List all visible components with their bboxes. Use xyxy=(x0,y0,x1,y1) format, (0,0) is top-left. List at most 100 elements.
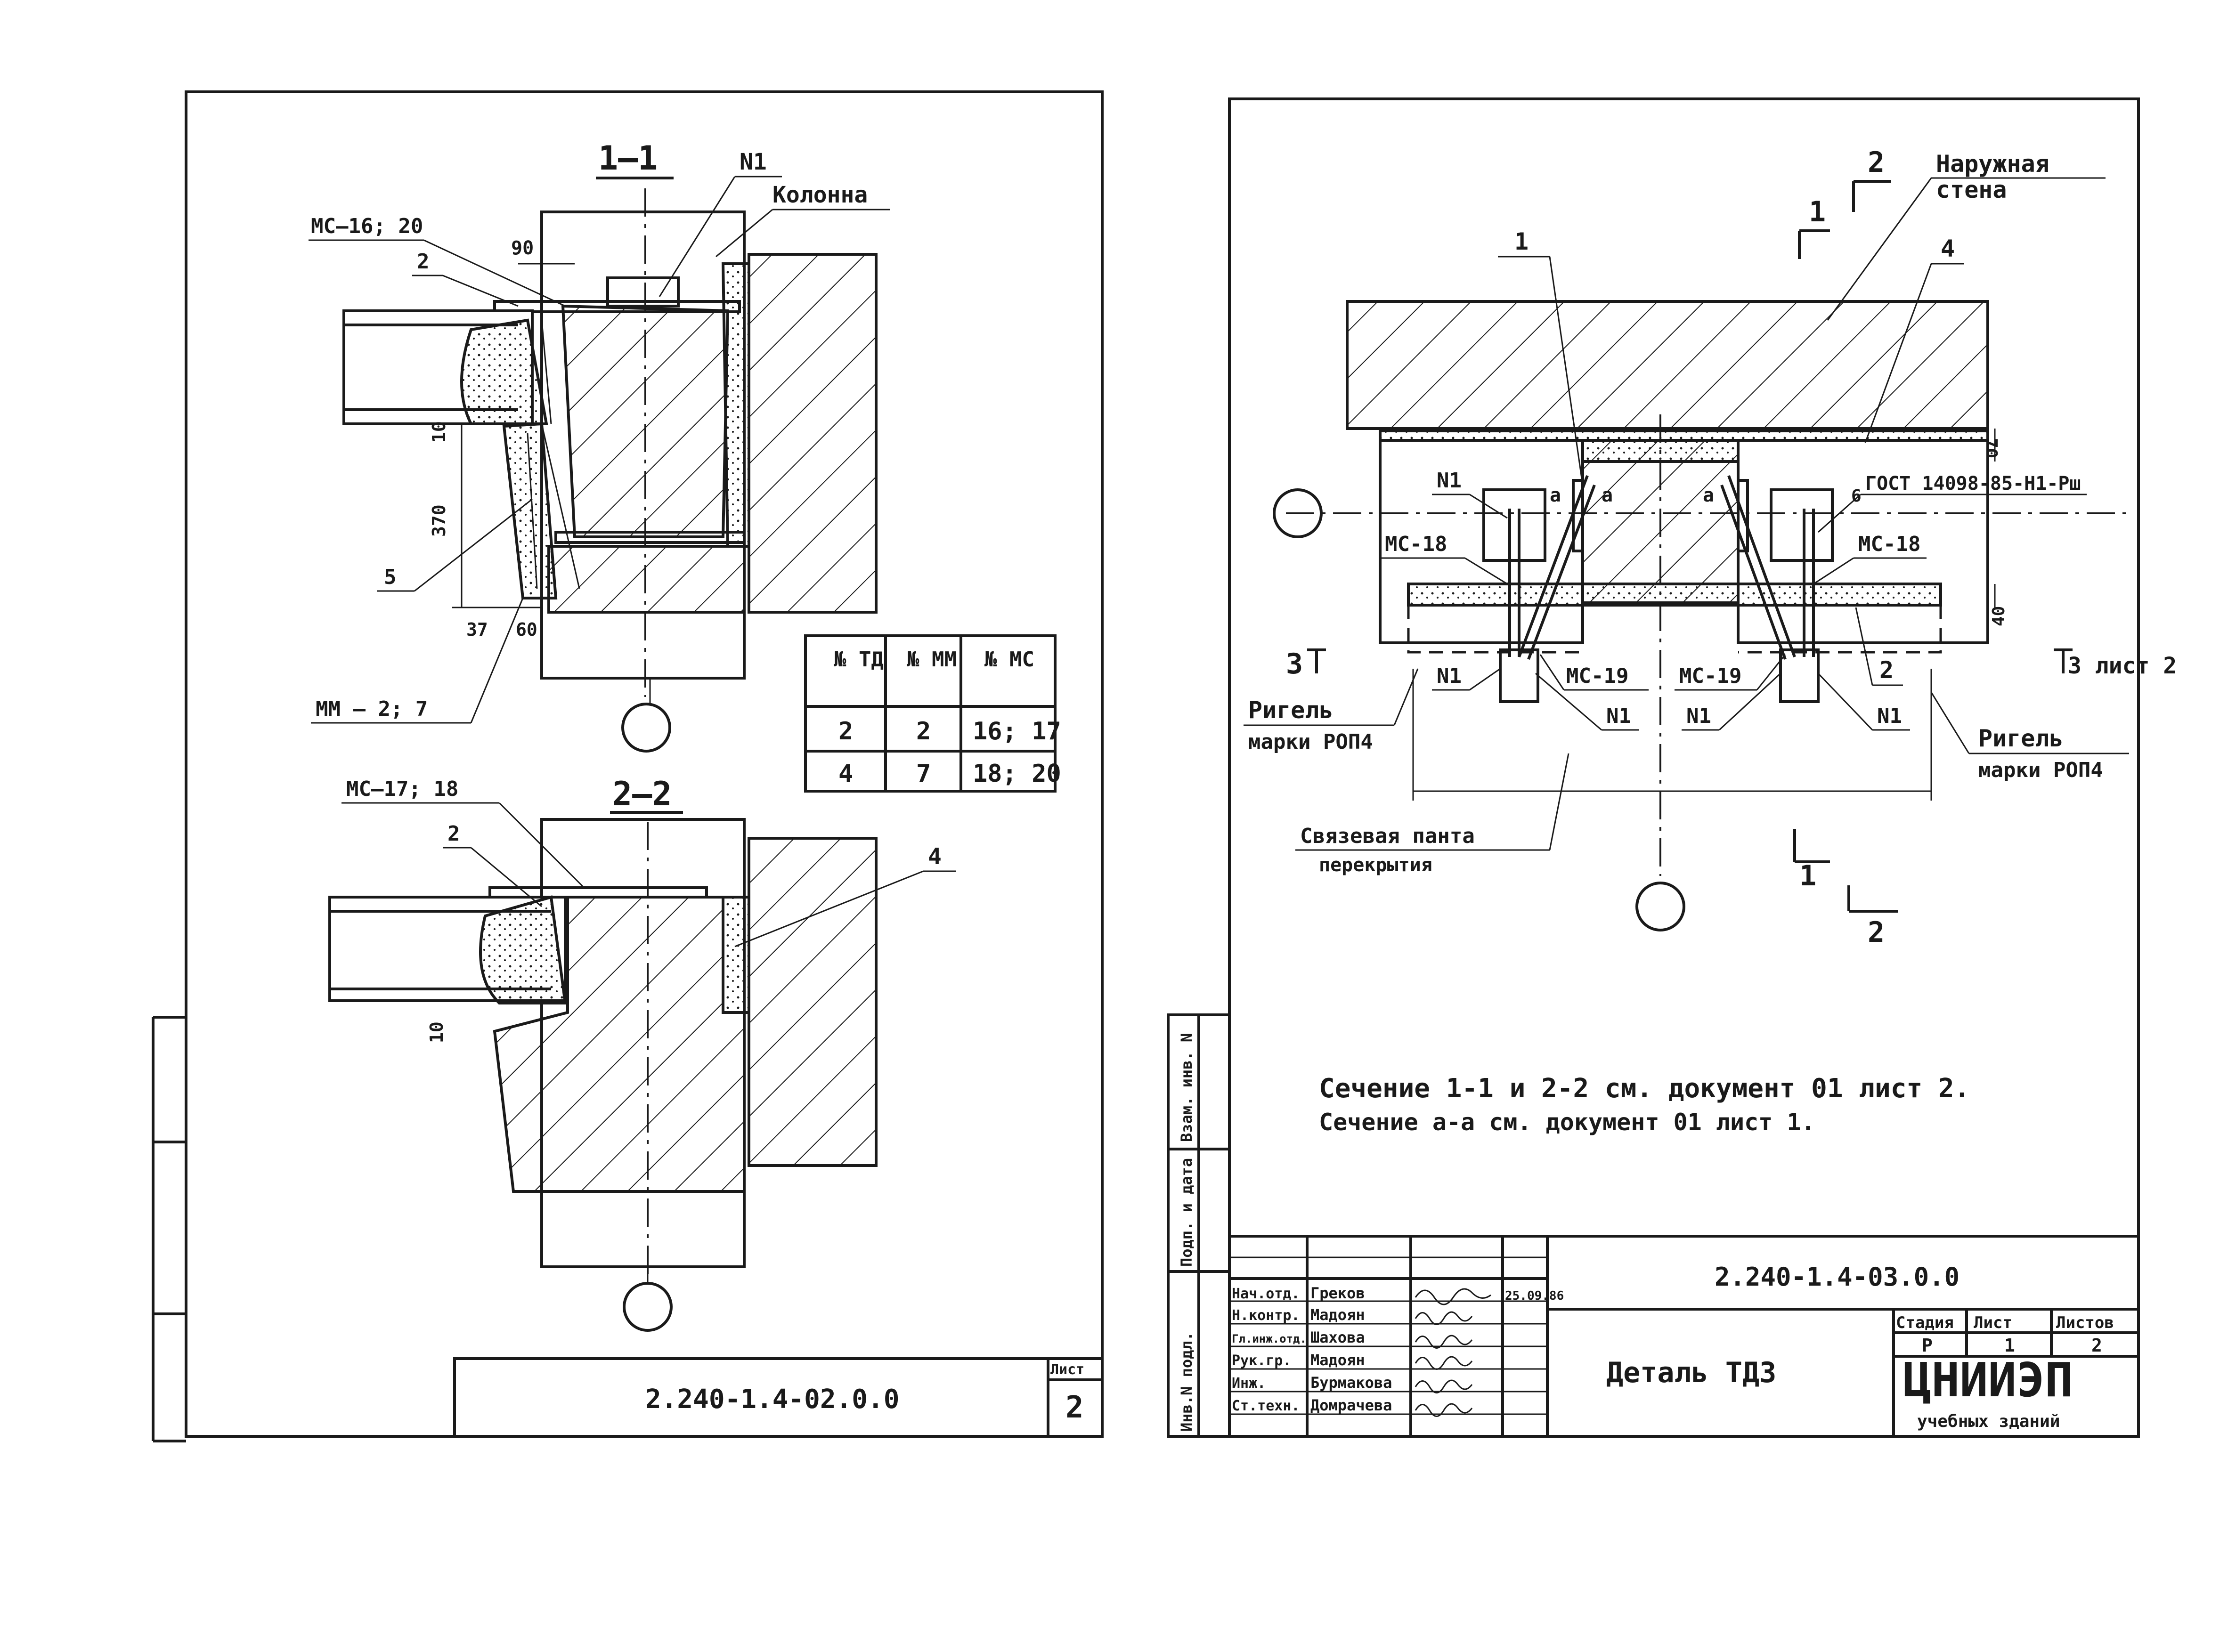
name-4: Бурмакова xyxy=(1310,1374,1392,1392)
side-replace-label: Взам. инв. N xyxy=(1178,1033,1195,1142)
table-header-td: № ТД xyxy=(834,648,884,672)
rigel-left-label-2: марки РОП4 xyxy=(1248,730,1373,754)
sec2-top: 2 xyxy=(1868,146,1885,179)
label-item-2b: 2 xyxy=(447,822,460,846)
mc19-right: МС-19 xyxy=(1679,664,1741,688)
outer-wall xyxy=(1346,300,1989,430)
dim-90: 90 xyxy=(511,237,534,259)
role-1: Н.контр. xyxy=(1232,1307,1300,1324)
wall-2-2 xyxy=(748,837,878,1167)
n1-bottom-right: N1 xyxy=(1877,704,1902,728)
label-mm-2-7: ММ – 2; 7 xyxy=(316,697,428,721)
rigel-stub-right xyxy=(1779,648,1820,703)
role-2: Гл.инж.отд. xyxy=(1232,1332,1307,1345)
label-a1: а xyxy=(1550,485,1561,506)
side-inv-label: Инв.N подл. xyxy=(1178,1332,1195,1432)
outer-wall-label-1: Наружная xyxy=(1936,150,2049,178)
axis-marker-2-2 xyxy=(623,1282,673,1332)
rigel-stub-left xyxy=(1499,648,1539,703)
sheet-value: 1 xyxy=(2004,1335,2015,1356)
section-2-2: 2–2 МС–17; 18 2 4 10 xyxy=(328,775,956,1332)
title-block: 2.240-1.4-03.0.0 Деталь ТД3 ЦНИИЭП учебн… xyxy=(1228,1235,2140,1438)
mc18-right: МС-18 xyxy=(1858,532,1920,556)
sec1-top: 1 xyxy=(1809,195,1826,228)
side-strip: Инв.N подл. Подп. и дата Взам. инв. N xyxy=(1167,1013,1231,1438)
embedded-part-n1 xyxy=(606,276,680,308)
label-item-5: 5 xyxy=(384,565,397,589)
sec1-bottom: 1 xyxy=(1799,859,1816,892)
left-sheet: 1–1 N1 Колонна xyxy=(152,90,1104,1442)
mc18-left: МС-18 xyxy=(1385,532,1447,556)
rigel-left-label-1: Ригель xyxy=(1248,696,1333,724)
dim-10b: 10 xyxy=(426,1021,447,1043)
left-stamp: 2.240-1.4-02.0.0 Лист 2 xyxy=(453,1357,1104,1438)
weld-6: 6 xyxy=(1851,486,1862,506)
stage-label: Стадия xyxy=(1896,1313,1954,1332)
table-header-mm: № ММ xyxy=(907,648,957,672)
outer-wall-label-2: стена xyxy=(1936,176,2007,203)
table-header-mc: № МС xyxy=(984,648,1034,672)
section-1-1-title: 1–1 xyxy=(598,139,658,178)
note-line-2: Сечение а-а см. документ 01 лист 1. xyxy=(1319,1109,1815,1136)
signatures xyxy=(1415,1288,1491,1417)
sec3-left: 3 xyxy=(1286,648,1303,680)
section-1-1: 1–1 N1 Колонна xyxy=(309,139,890,753)
dim-40: 40 xyxy=(1989,606,2008,626)
sec3-right: 3 лист 2 xyxy=(2068,653,2177,679)
table-cell: 18; 20 xyxy=(973,760,1061,788)
plate-label-2: перекрытия xyxy=(1319,854,1432,876)
label-n1: N1 xyxy=(740,149,767,175)
label-mc-16-20: МС–16; 20 xyxy=(311,214,423,238)
td-table: № ТД № ММ № МС 2 2 16; 17 4 7 18; 20 xyxy=(804,634,1061,793)
axis-marker-1-1 xyxy=(621,703,671,753)
section-2-2-title: 2–2 xyxy=(612,775,672,813)
n1-bottom-center-2: N1 xyxy=(1686,704,1711,728)
plate-label-1: Связевая панта xyxy=(1300,824,1475,848)
label-item-2a: 2 xyxy=(417,250,430,274)
label-column: Колонна xyxy=(772,182,868,208)
role-3: Рук.гр. xyxy=(1232,1352,1291,1369)
sign-date: 25.09.86 xyxy=(1505,1289,1564,1303)
role-5: Ст.техн. xyxy=(1232,1398,1300,1414)
name-1: Мадоян xyxy=(1310,1306,1365,1324)
org-name: ЦНИИЭП xyxy=(1903,1352,2073,1408)
rigel-body-1-1 xyxy=(561,304,730,538)
table-cell: 7 xyxy=(916,760,931,788)
side-sign-label: Подп. и дата xyxy=(1178,1158,1195,1267)
name-0: Греков xyxy=(1310,1284,1365,1302)
sec2-bottom: 2 xyxy=(1868,916,1885,949)
dim-10a: 10 xyxy=(429,421,449,443)
embedded-part-right xyxy=(1770,488,1834,562)
right-doc-code: 2.240-1.4-03.0.0 xyxy=(1715,1262,1960,1292)
wall-1-1 xyxy=(748,253,878,614)
n1-left: N1 xyxy=(1437,469,1462,493)
rigel-body-2-2 xyxy=(493,896,746,1193)
n1-bottom-center: N1 xyxy=(1606,704,1631,728)
rigel-right xyxy=(1737,439,1989,644)
org-subtitle: учебных зданий xyxy=(1917,1412,2060,1431)
sheet-label: Лист xyxy=(1974,1313,2012,1332)
sheets-label: Листов xyxy=(2056,1313,2114,1332)
item-2: 2 xyxy=(1879,656,1894,684)
table-cell: 16; 17 xyxy=(973,717,1061,745)
left-sheet-number: 2 xyxy=(1065,1390,1084,1425)
name-5: Домрачева xyxy=(1310,1396,1392,1414)
table-cell: 4 xyxy=(838,760,853,788)
gost-label: ГОСТ 14098-85-Н1-Рш xyxy=(1865,473,2081,494)
label-a3: а xyxy=(1703,485,1714,506)
axis-marker-right-left xyxy=(1273,488,1323,538)
label-a2: а xyxy=(1602,485,1613,506)
table-cell: 2 xyxy=(838,717,853,745)
role-0: Нач.отд. xyxy=(1232,1286,1300,1302)
embedded-part-left xyxy=(1482,488,1546,562)
item-4: 4 xyxy=(1941,235,1955,262)
table-cell: 2 xyxy=(916,717,931,745)
right-sheet: Инв.N подл. Подп. и дата Взам. инв. N 70 xyxy=(1167,97,2177,1438)
stage-value: Р xyxy=(1922,1335,1933,1356)
sheets-value: 2 xyxy=(2091,1335,2102,1356)
n1-bottom-left: N1 xyxy=(1437,664,1462,688)
drawing-title: Деталь ТД3 xyxy=(1606,1356,1776,1389)
dim-37: 37 xyxy=(466,619,488,640)
mc19-left: МС-19 xyxy=(1566,664,1628,688)
